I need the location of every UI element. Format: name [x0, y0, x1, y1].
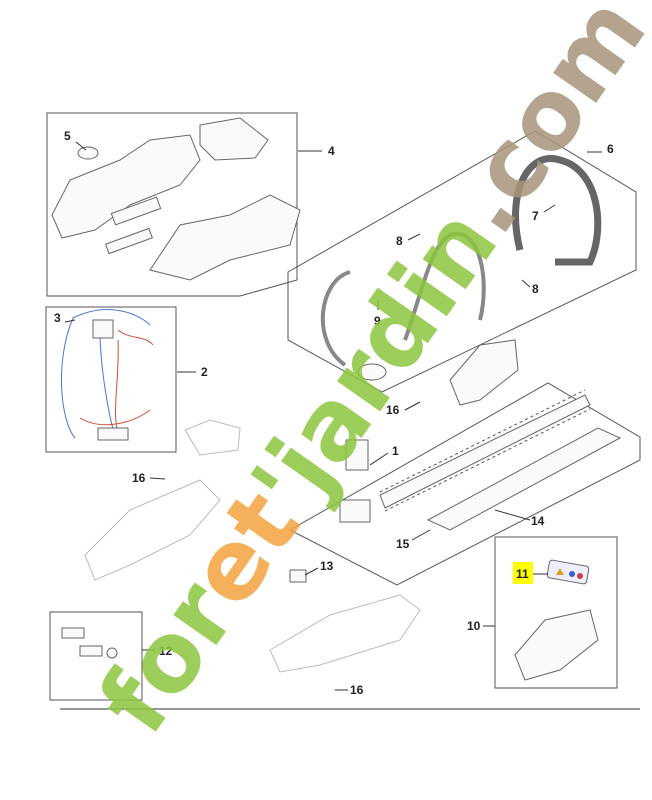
switch-trim: [110, 196, 162, 226]
front-handle: [512, 155, 602, 266]
callout-13: 13: [320, 559, 334, 573]
scabbard: [426, 427, 622, 531]
blade-teeth: [379, 389, 591, 512]
group-box-blade: [288, 382, 641, 586]
label-symbol-warning: [556, 568, 564, 575]
callout-16-handle: 16: [386, 403, 400, 417]
motor-cover: [199, 117, 269, 161]
group-box-wiring: [45, 306, 177, 453]
callout-9: 9: [374, 314, 381, 328]
callout-4: 4: [328, 144, 335, 158]
group-box-clips: [49, 611, 143, 701]
trigger-strip: [105, 227, 153, 255]
wire-red: [79, 329, 154, 436]
callout-11: 11: [516, 567, 529, 581]
assembled-cover: [184, 419, 241, 456]
housing-right-half: [149, 194, 301, 281]
callout-5: 5: [64, 129, 71, 143]
cutter-blade: [379, 394, 591, 509]
callout-10: 10: [467, 619, 481, 633]
wire-blue: [61, 309, 151, 439]
nut-12: [106, 647, 118, 659]
assembled-housing-lower: [269, 594, 421, 673]
callout-6: 6: [607, 142, 614, 156]
blade-guard-top: [449, 339, 519, 406]
blade-guard: [514, 609, 599, 681]
bracket-13: [289, 569, 307, 583]
handle-bar: [320, 231, 486, 367]
callout-8-upper: 8: [396, 234, 403, 248]
callout-1: 1: [392, 444, 399, 458]
group-box-guard: [494, 536, 618, 689]
warning-label: [546, 559, 590, 585]
switch-box: [97, 427, 129, 441]
motor: [345, 439, 369, 471]
motor-terminal: [92, 319, 114, 339]
leader-lines: [64, 141, 602, 691]
callout-7: 7: [532, 209, 539, 223]
group-box-housing: [46, 112, 298, 297]
plate-5: [77, 146, 99, 160]
handle-mount: [357, 363, 387, 381]
callout-2: 2: [201, 365, 208, 379]
clip-b: [79, 645, 103, 657]
callout-14: 14: [531, 514, 545, 528]
callout-16-housing: 16: [132, 471, 146, 485]
group-box-handle: [287, 130, 637, 393]
callout-3: 3: [54, 311, 61, 325]
gearbox: [339, 499, 371, 523]
callout-12: 12: [159, 644, 173, 658]
callout-11-highlight: [513, 562, 533, 584]
callout-16-lower: 16: [350, 683, 364, 697]
callout-15: 15: [396, 537, 410, 551]
callout-8-lower: 8: [532, 282, 539, 296]
label-symbol-blue: [569, 571, 575, 577]
label-symbol-red: [577, 573, 583, 579]
assembled-housing: [84, 479, 221, 581]
clip-a: [61, 627, 85, 639]
housing-left-half: [51, 134, 201, 239]
